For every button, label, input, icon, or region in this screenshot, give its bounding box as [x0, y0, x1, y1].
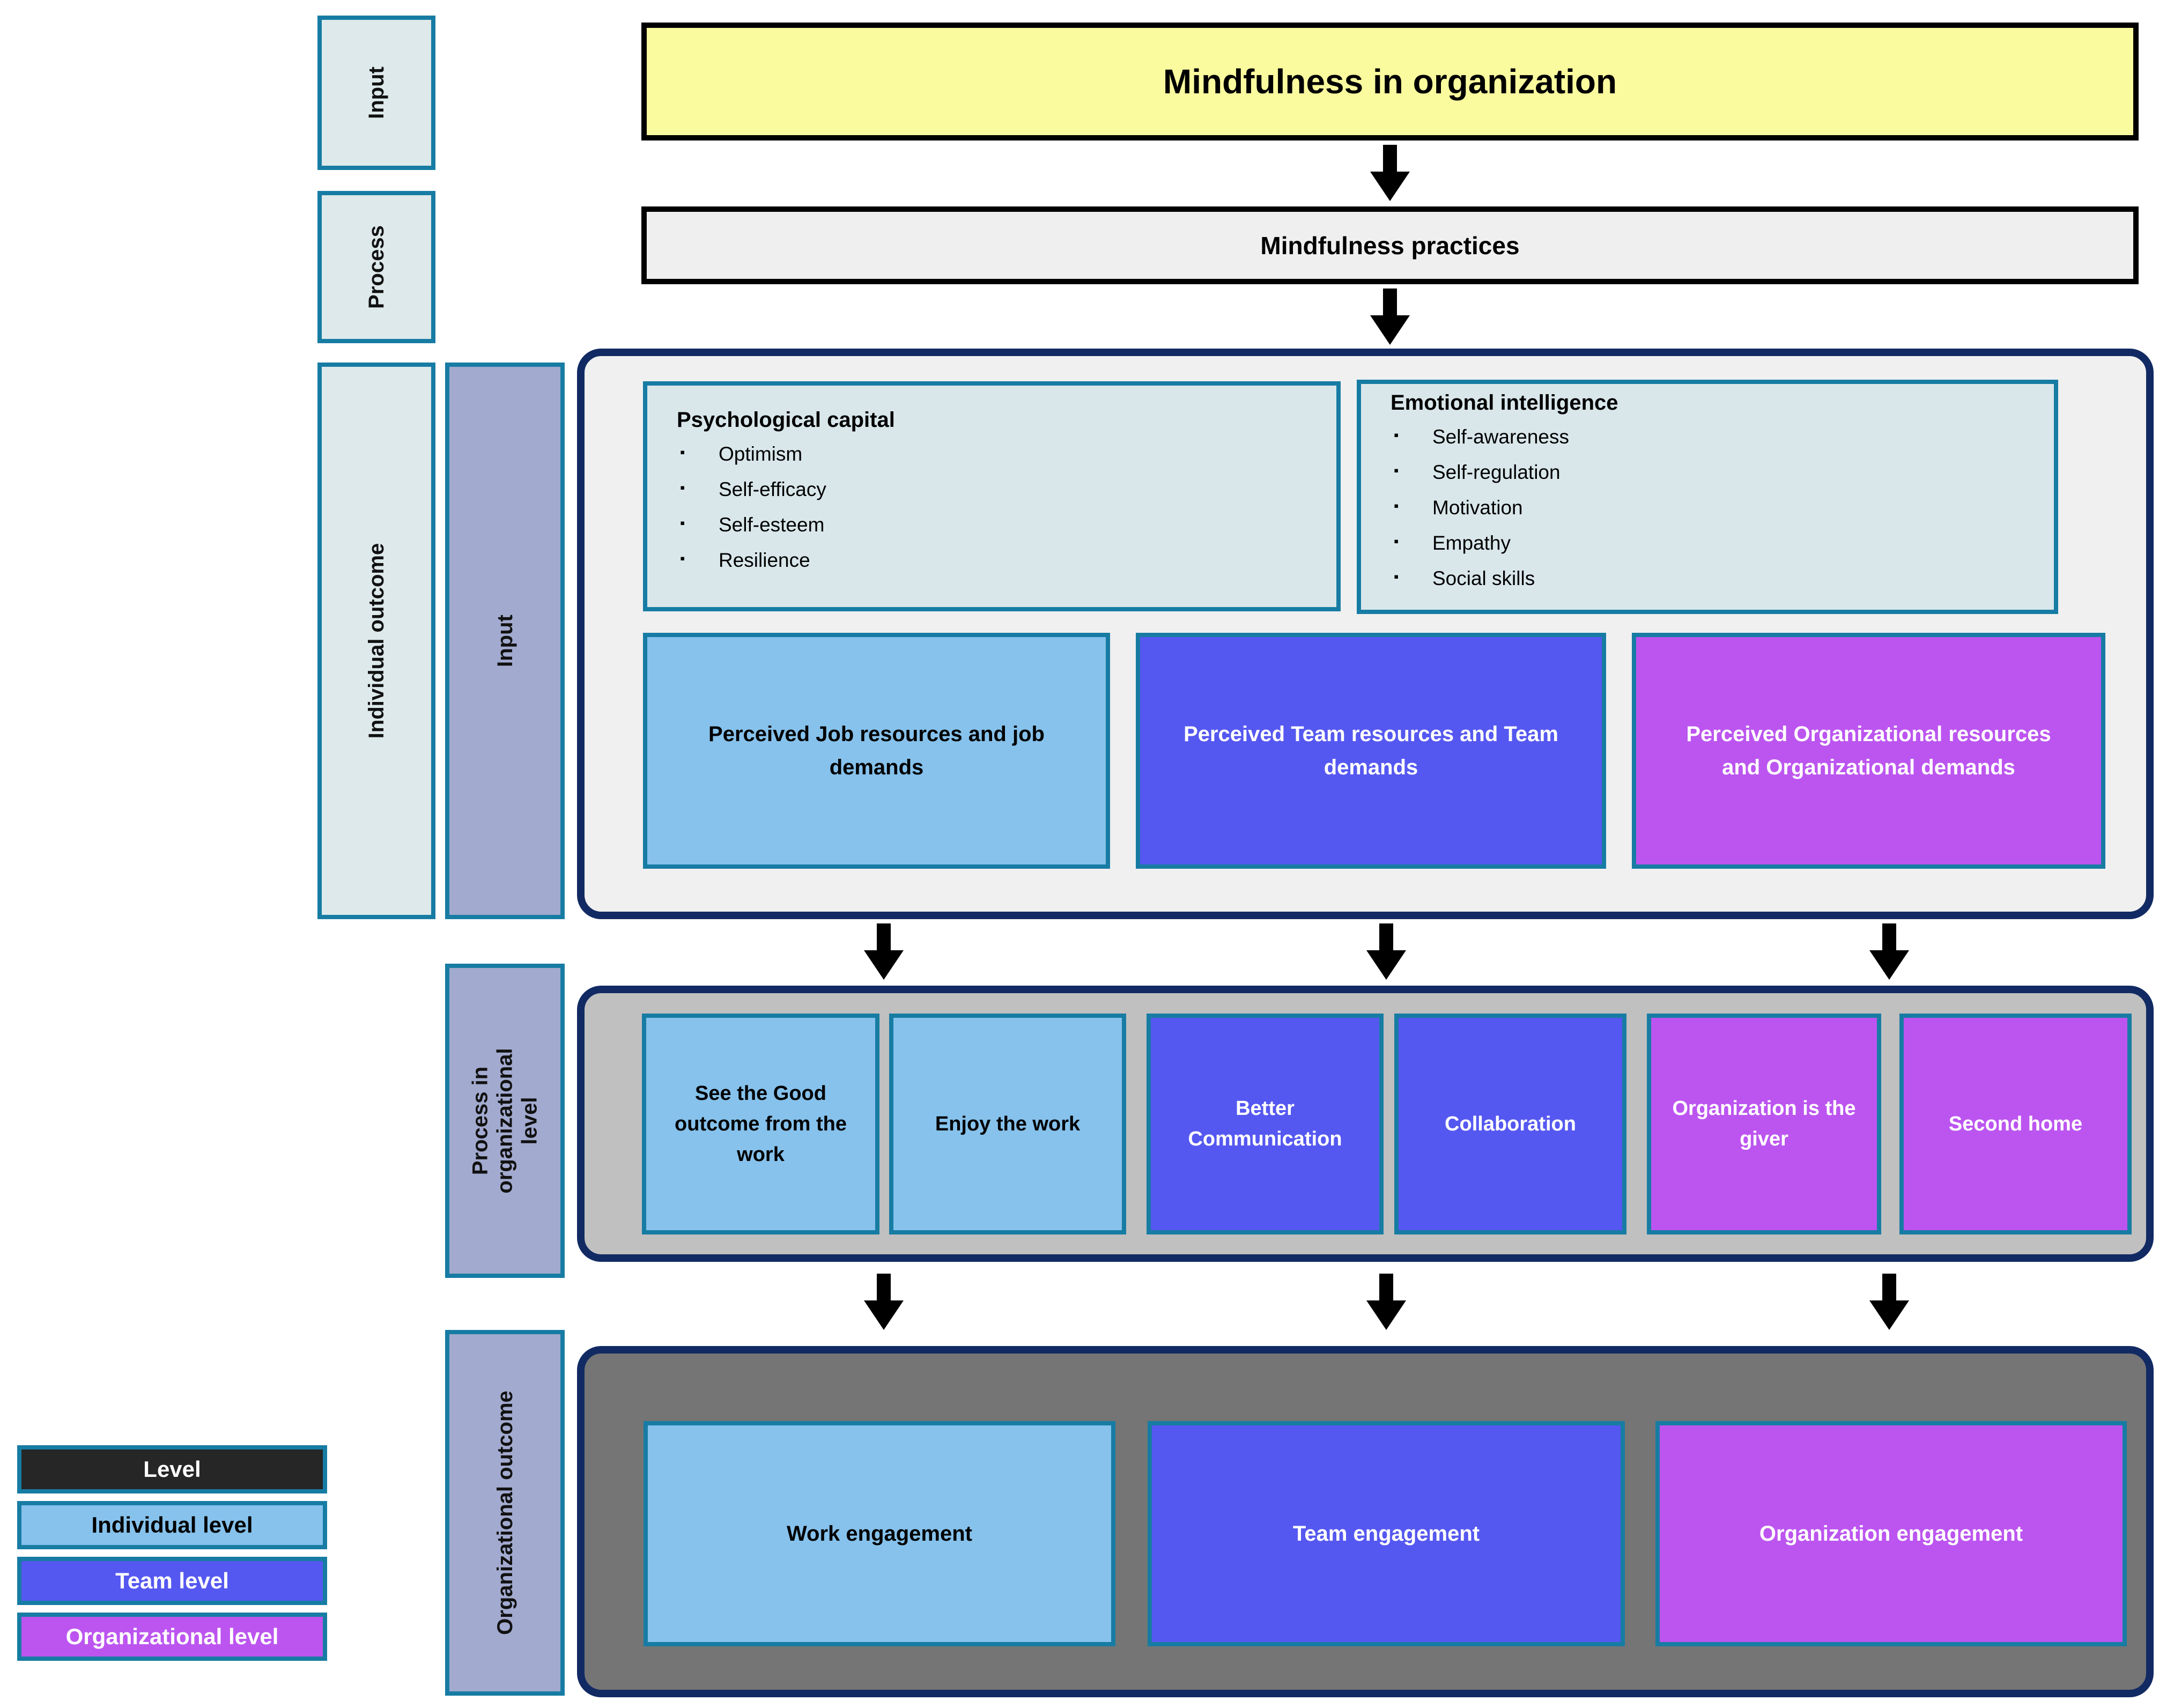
- list-item: Resilience: [677, 549, 826, 572]
- work-engagement-text: Work engagement: [787, 1521, 972, 1546]
- row-label-input-text: Input: [364, 66, 388, 119]
- list-item: Self-regulation: [1391, 461, 1569, 484]
- individual-outcome-container: Psychological capital Optimism Self-effi…: [577, 349, 2154, 919]
- row-label-process: Process: [317, 191, 435, 343]
- row-label-process-text: Process: [364, 225, 388, 309]
- team-engagement-text: Team engagement: [1292, 1521, 1480, 1546]
- practices-box: Mindfulness practices: [641, 206, 2139, 284]
- perceived-team-resources-text: Perceived Team resources and Team demand…: [1184, 722, 1558, 779]
- list-item: Social skills: [1391, 567, 1569, 590]
- psychological-capital-title: Psychological capital: [677, 408, 895, 432]
- row-label-process-org-level-text: Process in organizational level: [468, 1048, 542, 1194]
- emotional-intelligence-box: Emotional intelligence Self-awareness Se…: [1357, 380, 2058, 614]
- row-label-inner-input-text: Input: [493, 615, 517, 667]
- down-arrow-icon: [860, 1274, 908, 1330]
- row-label-input: Input: [317, 16, 435, 170]
- title-text: Mindfulness in organization: [1163, 62, 1617, 101]
- down-arrow-icon: [1366, 145, 1414, 201]
- practices-text: Mindfulness practices: [1260, 231, 1520, 260]
- row-label-individual-outcome: Individual outcome: [317, 363, 435, 919]
- list-item: Self-efficacy: [677, 478, 826, 501]
- row-label-inner-input: Input: [445, 363, 565, 919]
- list-item: Empathy: [1391, 532, 1569, 554]
- title-box: Mindfulness in organization: [641, 23, 2139, 141]
- better-communication-text: Better Communication: [1188, 1097, 1342, 1150]
- process-org-level-container: See the Good outcome from the work Enjoy…: [577, 986, 2154, 1262]
- see-good-outcome-text: See the Good outcome from the work: [675, 1082, 847, 1166]
- down-arrow-icon: [1865, 1274, 1913, 1330]
- organization-is-giver-box: Organization is the giver: [1647, 1014, 1881, 1234]
- list-item: Optimism: [677, 443, 826, 465]
- perceived-job-resources-text: Perceived Job resources and job demands: [708, 722, 1045, 779]
- better-communication-box: Better Communication: [1147, 1014, 1384, 1234]
- second-home-text: Second home: [1948, 1112, 2083, 1135]
- work-engagement-box: Work engagement: [644, 1421, 1115, 1646]
- legend-header-text: Level: [143, 1456, 201, 1482]
- see-good-outcome-box: See the Good outcome from the work: [642, 1014, 879, 1234]
- organization-engagement-text: Organization engagement: [1759, 1521, 2023, 1546]
- row-label-organizational-outcome: Organizational outcome: [445, 1330, 565, 1696]
- down-arrow-icon: [860, 923, 908, 980]
- psychological-capital-list: Optimism Self-efficacy Self-esteem Resil…: [677, 443, 826, 585]
- perceived-job-resources-box: Perceived Job resources and job demands: [643, 633, 1110, 869]
- perceived-org-resources-box: Perceived Organizational resources and O…: [1632, 633, 2105, 869]
- legend-organizational-level-text: Organizational level: [65, 1624, 279, 1649]
- enjoy-the-work-text: Enjoy the work: [935, 1112, 1081, 1135]
- perceived-team-resources-box: Perceived Team resources and Team demand…: [1136, 633, 1606, 869]
- row-label-organizational-outcome-text: Organizational outcome: [493, 1391, 517, 1635]
- organizational-outcome-container: Work engagement Team engagement Organiza…: [577, 1346, 2154, 1697]
- emotional-intelligence-title: Emotional intelligence: [1391, 391, 1618, 415]
- legend-individual-level-text: Individual level: [91, 1512, 253, 1537]
- emotional-intelligence-list: Self-awareness Self-regulation Motivatio…: [1391, 426, 1569, 603]
- list-item: Motivation: [1391, 497, 1569, 519]
- legend-team-level-text: Team level: [115, 1568, 229, 1593]
- down-arrow-icon: [1366, 289, 1414, 345]
- collaboration-text: Collaboration: [1445, 1112, 1576, 1135]
- row-label-individual-outcome-text: Individual outcome: [365, 543, 389, 739]
- team-engagement-box: Team engagement: [1148, 1421, 1625, 1646]
- legend-organizational-level: Organizational level: [17, 1613, 327, 1661]
- down-arrow-icon: [1362, 1274, 1410, 1330]
- enjoy-the-work-box: Enjoy the work: [889, 1014, 1126, 1234]
- collaboration-box: Collaboration: [1394, 1014, 1626, 1234]
- down-arrow-icon: [1362, 923, 1410, 980]
- perceived-org-resources-text: Perceived Organizational resources and O…: [1686, 722, 2051, 779]
- down-arrow-icon: [1865, 923, 1913, 980]
- organization-is-giver-text: Organization is the giver: [1672, 1097, 1856, 1150]
- organization-engagement-box: Organization engagement: [1655, 1421, 2127, 1646]
- row-label-process-org-level: Process in organizational level: [445, 964, 565, 1278]
- legend-header: Level: [17, 1445, 327, 1493]
- psychological-capital-box: Psychological capital Optimism Self-effi…: [643, 381, 1341, 611]
- second-home-box: Second home: [1899, 1014, 2132, 1234]
- legend-individual-level: Individual level: [17, 1501, 327, 1549]
- list-item: Self-esteem: [677, 514, 826, 536]
- legend-team-level: Team level: [17, 1557, 327, 1605]
- list-item: Self-awareness: [1391, 426, 1569, 448]
